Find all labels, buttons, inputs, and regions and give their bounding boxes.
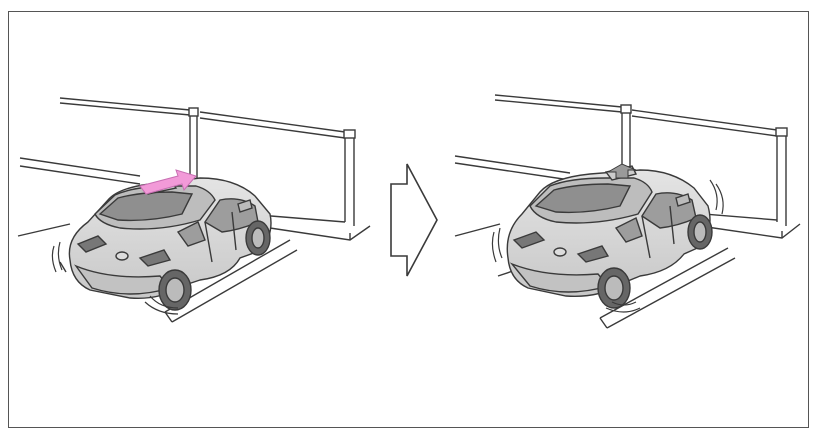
push-arrow-icon <box>139 169 197 195</box>
car-icon <box>506 165 713 309</box>
scene-after <box>454 94 801 329</box>
vibration-marks <box>51 241 179 315</box>
car-icon <box>68 177 272 311</box>
scene-before <box>17 97 371 323</box>
roof-arrow-icon <box>606 163 637 179</box>
vibration-marks <box>491 179 724 313</box>
step-arrow-icon <box>390 163 438 277</box>
